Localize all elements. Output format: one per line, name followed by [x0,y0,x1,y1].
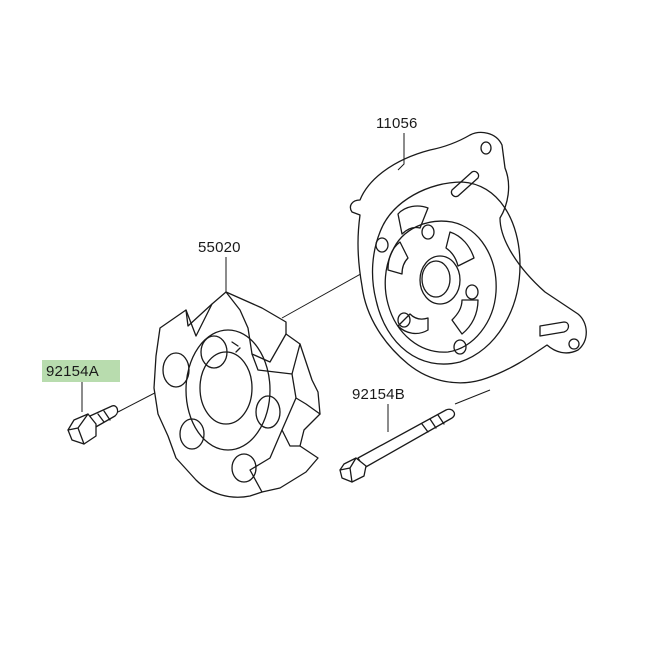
assembly-line-bolt-b [454,389,491,405]
callouts: 11056 55020 92154A 92154B [42,115,418,432]
highlight-box [42,360,120,382]
bolt-92154B[interactable] [339,408,456,483]
part-number-11056[interactable]: 11056 [376,115,418,132]
damper-55020[interactable] [153,291,321,498]
part-number-92154B[interactable]: 92154B [352,386,405,403]
part-number-55020[interactable]: 55020 [198,239,241,256]
part-number-92154A[interactable]: 92154A [46,363,99,380]
plate-outline [349,131,587,384]
plate-11056[interactable] [349,131,587,384]
bolt-92154A[interactable] [67,405,119,445]
